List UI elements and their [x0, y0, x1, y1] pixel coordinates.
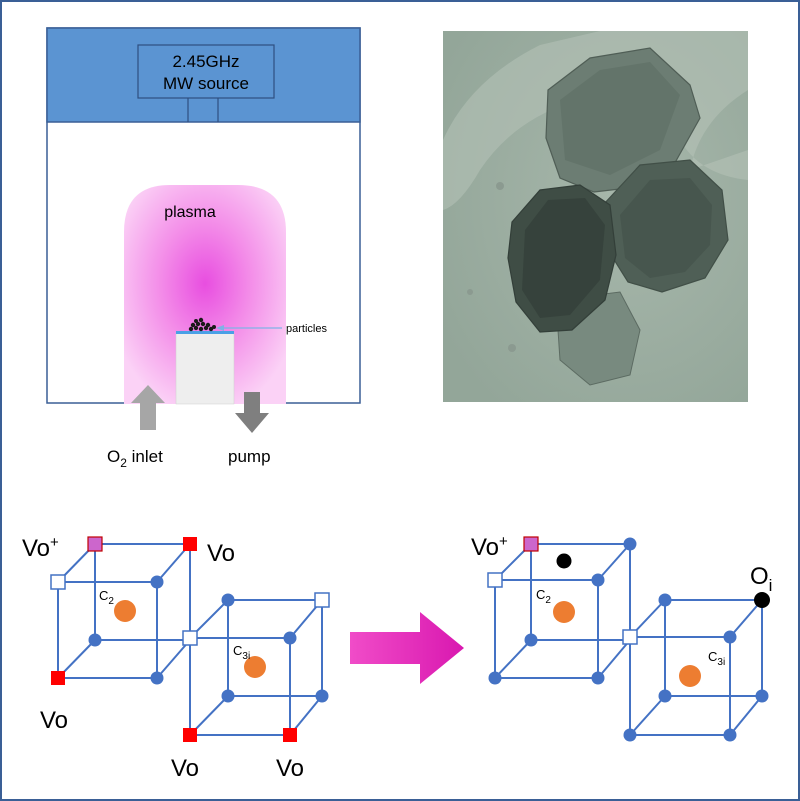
tem-image [443, 31, 748, 402]
vo-label: Vo [276, 755, 304, 782]
vo-plus-marker [87, 536, 103, 552]
lattice-left [57, 543, 323, 736]
vo-marker [183, 728, 197, 742]
plasma-label: plasma [164, 204, 216, 221]
c3i-center [679, 665, 701, 687]
vo-plus-label: Vo+ [471, 533, 508, 561]
pump-arrow [235, 392, 269, 433]
lattice-right [494, 543, 763, 736]
substrate-top [176, 331, 234, 334]
interstitial-oxygen [556, 553, 572, 569]
substrate [175, 332, 235, 405]
c2-center [114, 600, 136, 622]
particles-cluster [188, 317, 216, 332]
site-c3i-label: C3i [233, 643, 250, 662]
interstitial-oxygen [754, 592, 770, 608]
lattice-right-labels: Vo+ Oi C2 C3i [471, 533, 772, 668]
o2-inlet-arrow [131, 385, 165, 430]
transition-arrow [350, 612, 464, 684]
site-c3i-label: C3i [708, 649, 725, 668]
mw-source-label-line2: MW source [163, 74, 249, 93]
site-c2-label: C2 [99, 588, 114, 607]
empty-vacancy-marker [182, 630, 198, 646]
lattice-left-labels: Vo+ Vo Vo Vo Vo C2 C3i [22, 534, 304, 782]
lattice-right-sites [487, 536, 770, 742]
vo-marker [283, 728, 297, 742]
vo-plus-marker [523, 536, 539, 552]
vo-label: Vo [40, 707, 68, 734]
vo-label: Vo [207, 540, 235, 567]
plasma-region [124, 185, 286, 404]
mw-source-box [137, 44, 275, 99]
reactor-schematic: 2.45GHz MW source plasma particles O2 in… [46, 27, 361, 470]
particles-label: particles [286, 323, 327, 335]
c2-center [553, 601, 575, 623]
vo-marker [51, 671, 65, 685]
mw-source-label-line1: 2.45GHz [172, 52, 239, 71]
vo-marker [183, 537, 197, 551]
oi-label: Oi [750, 563, 772, 595]
pump-label: pump [228, 447, 271, 466]
empty-vacancy-marker [50, 574, 66, 590]
vo-label: Vo [171, 755, 199, 782]
empty-vacancy-marker [487, 572, 503, 588]
empty-vacancy-marker [622, 629, 638, 645]
o2-inlet-label: O2 inlet [107, 447, 163, 470]
site-c2-label: C2 [536, 587, 551, 606]
empty-vacancy-marker [314, 592, 330, 608]
lattice-left-sites [50, 536, 330, 742]
c3i-center [244, 656, 266, 678]
vo-plus-label: Vo+ [22, 534, 59, 562]
